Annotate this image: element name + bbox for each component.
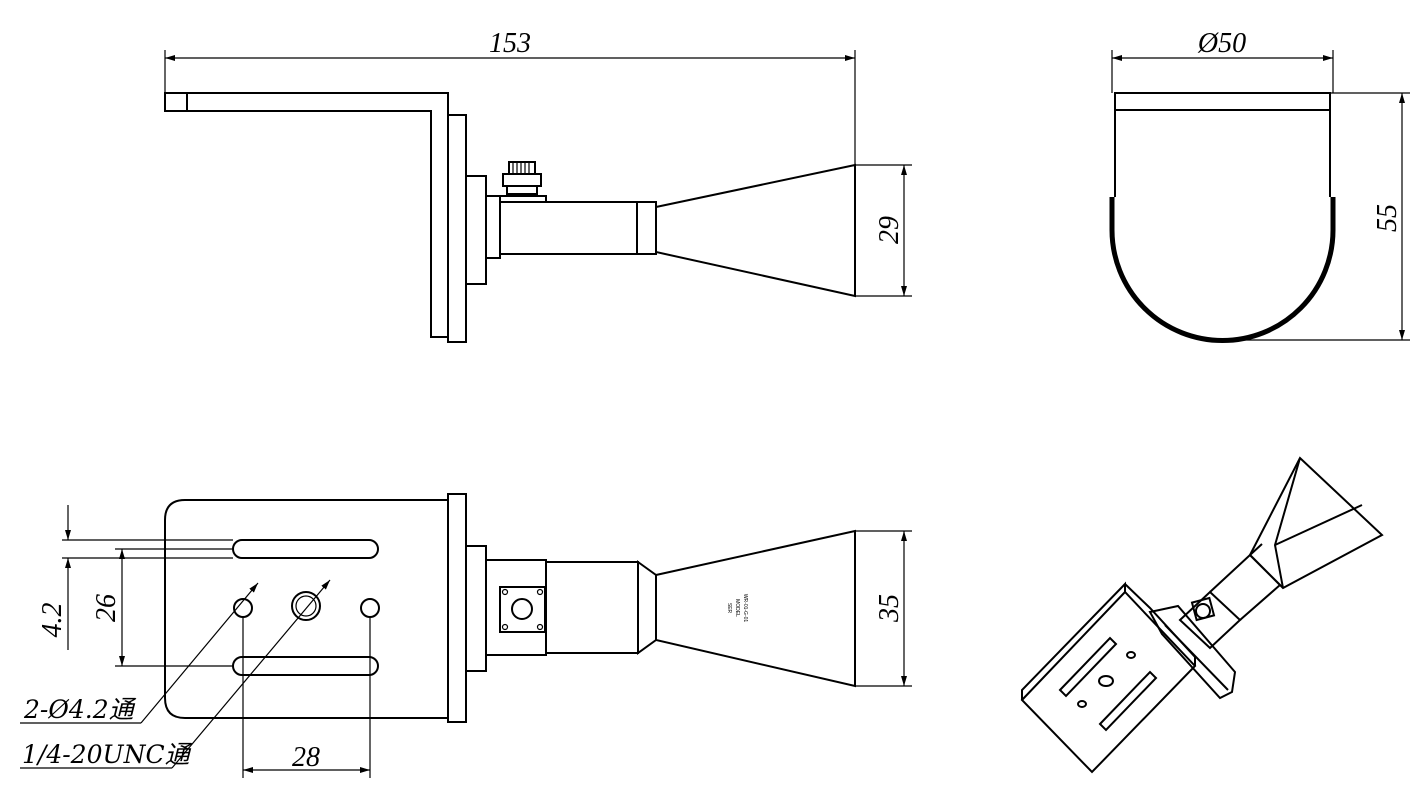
- dim-label-29: 29: [874, 216, 905, 244]
- end-cap: [1114, 92, 1331, 111]
- isometric-view: [1020, 456, 1384, 774]
- body-block: [485, 559, 547, 656]
- dim-label-diameter: Ø50: [1197, 28, 1246, 59]
- nameplate-line-1: WR-01-G-01: [742, 594, 748, 623]
- waveguide-body: [499, 201, 638, 255]
- callout-holes: 2-Ø4.2通: [20, 582, 259, 724]
- top-view: WR-01-G-01 MODEL SER: [164, 493, 856, 723]
- nameplate: WR-01-G-01 MODEL SER: [726, 594, 748, 623]
- dim-width: 153: [164, 28, 856, 165]
- iso-horn: [1248, 456, 1384, 590]
- flange-top: [447, 493, 467, 723]
- dim-label-28: 28: [292, 742, 320, 773]
- thread-hole: [291, 591, 321, 621]
- dim-label-153: 153: [489, 28, 531, 59]
- dim-slot-offset: 4.2: [37, 505, 233, 650]
- adapter-plate: [465, 175, 487, 285]
- connector-square: [499, 586, 546, 633]
- dim-label-4-2: 4.2: [37, 603, 68, 638]
- end-radome: [1109, 197, 1336, 343]
- callout-holes-label: 2-Ø4.2通: [23, 695, 137, 724]
- hole-right: [360, 598, 380, 618]
- dim-height-end: 55: [1230, 92, 1410, 341]
- end-view: [1109, 92, 1336, 343]
- dim-height-bottom: 35: [855, 530, 912, 687]
- flange-plate: [447, 114, 467, 343]
- side-view: [164, 92, 856, 343]
- dim-slot-spacing: 26: [91, 548, 233, 667]
- nameplate-line-3: SER: [726, 603, 732, 614]
- horn-top: [655, 529, 856, 688]
- horn: [655, 163, 856, 298]
- dim-diameter: Ø50: [1111, 28, 1334, 93]
- iso-bracket-plate: [1020, 590, 1197, 774]
- dim-label-26: 26: [91, 594, 122, 622]
- l-bracket: [164, 92, 449, 338]
- callout-thread: 1/4-20UNC通: [20, 579, 331, 769]
- bracket-plate: [164, 499, 449, 719]
- slot-upper: [232, 539, 379, 559]
- dim-label-55: 55: [1372, 204, 1403, 232]
- slot-lower: [232, 656, 379, 676]
- callout-thread-label: 1/4-20UNC通: [22, 740, 193, 769]
- nameplate-line-2: MODEL: [734, 599, 740, 617]
- dim-height-side: 29: [855, 164, 912, 297]
- dim-label-35: 35: [874, 594, 905, 623]
- dim-hole-spacing: 28: [242, 617, 371, 778]
